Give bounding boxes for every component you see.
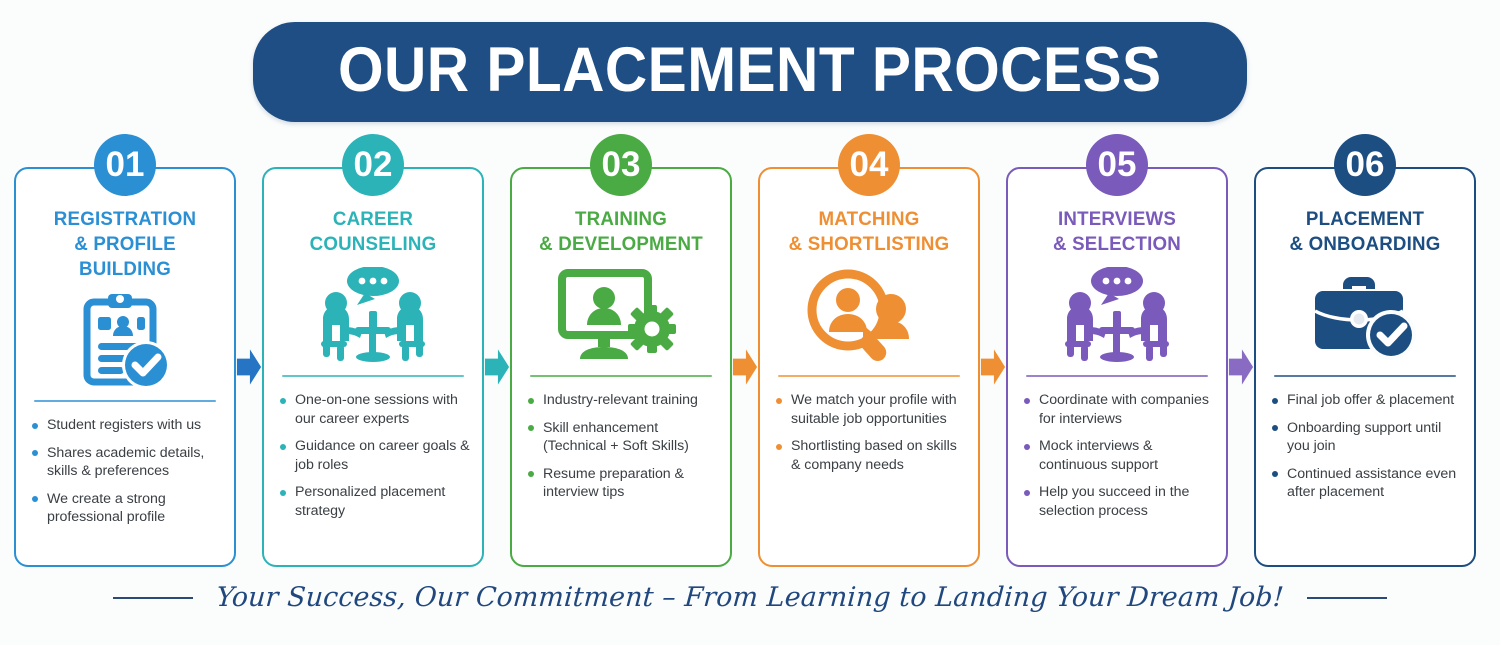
briefcase-check-icon [1256, 265, 1474, 369]
footer-tagline-row: Your Success, Our Commitment – From Lear… [0, 580, 1500, 616]
arrow-2-3-icon [484, 167, 510, 567]
counseling-meeting-icon [264, 265, 482, 369]
step-title-line1: TRAINING [574, 208, 668, 230]
step-title: REGISTRATION & PROFILE BUILDING [28, 207, 222, 282]
step-title: MATCHING & SHORTLISTING [772, 207, 966, 257]
step-bullet-item: Shares academic details, skills & prefer… [30, 444, 224, 481]
arrow-4-5-icon [980, 167, 1006, 567]
step-title-line2: & ONBOARDING [1289, 233, 1441, 255]
clipboard-check-icon [16, 290, 234, 394]
step-title: PLACEMENT & ONBOARDING [1268, 207, 1462, 257]
arrow-5-6-icon [1228, 167, 1254, 567]
step-divider [778, 375, 960, 377]
step-title-line2: & DEVELOPMENT [539, 233, 703, 255]
step-title-line1: INTERVIEWS [1057, 208, 1177, 230]
step-title-line2: COUNSELING [309, 233, 437, 255]
tagline-rule-left [112, 597, 193, 599]
step-divider [1274, 375, 1456, 377]
arrow-3-4-icon [732, 167, 758, 567]
step-title-line1: REGISTRATION [53, 208, 197, 230]
step-title-line2: & SHORTLISTING [788, 233, 950, 255]
step-number-badge: 06 [1334, 134, 1396, 196]
step-bullet-list: Student registers with us Shares academic… [30, 416, 224, 527]
step-bullet-item: One-on-one sessions with our career expe… [278, 391, 472, 428]
step-bullet-list: Coordinate with companies for interviews… [1022, 391, 1216, 520]
step-number-badge: 02 [342, 134, 404, 196]
step-title-line1: CAREER [332, 208, 414, 230]
step-title: TRAINING & DEVELOPMENT [524, 207, 718, 257]
step-bullet-list: One-on-one sessions with our career expe… [278, 391, 472, 520]
step-bullet-item: We create a strong professional profile [30, 490, 224, 527]
monitor-training-gear-icon [512, 265, 730, 369]
step-bullet-item: Shortlisting based on skills & company n… [774, 437, 968, 474]
step-title: INTERVIEWS & SELECTION [1020, 207, 1214, 257]
step-bullet-item: Help you succeed in the selection proces… [1022, 483, 1216, 520]
step-bullet-item: Guidance on career goals & job roles [278, 437, 472, 474]
step-bullet-item: We match your profile with suitable job … [774, 391, 968, 428]
step-divider [1026, 375, 1208, 377]
step-title-line2: & PROFILE BUILDING [74, 233, 176, 280]
interview-meeting-icon [1008, 265, 1226, 369]
arrow-1-2-icon [236, 167, 262, 567]
step-title: CAREER COUNSELING [276, 207, 470, 257]
header-banner: OUR PLACEMENT PROCESS [253, 22, 1247, 122]
step-bullet-item: Final job offer & placement [1270, 391, 1464, 410]
step-divider [34, 400, 216, 402]
magnifier-people-icon [760, 265, 978, 369]
step-divider [530, 375, 712, 377]
page-title: OUR PLACEMENT PROCESS [338, 35, 1162, 105]
step-bullet-item: Coordinate with companies for interviews [1022, 391, 1216, 428]
step-bullet-item: Onboarding support until you join [1270, 419, 1464, 456]
step-divider [282, 375, 464, 377]
header-banner-wrap: OUR PLACEMENT PROCESS [0, 22, 1500, 122]
step-bullet-list: We match your profile with suitable job … [774, 391, 968, 474]
step-bullet-item: Personalized placement strategy [278, 483, 472, 520]
step-title-line1: PLACEMENT [1305, 208, 1425, 230]
step-bullet-item: Student registers with us [30, 416, 224, 435]
step-number-badge: 05 [1086, 134, 1148, 196]
tagline-rule-right [1307, 597, 1388, 599]
step-number-badge: 01 [94, 134, 156, 196]
step-title-line1: MATCHING [818, 208, 920, 230]
step-bullet-item: Industry-relevant training [526, 391, 720, 410]
step-bullet-item: Mock interviews & continuous support [1022, 437, 1216, 474]
footer-tagline: Your Success, Our Commitment – From Lear… [215, 582, 1285, 613]
step-number-badge: 04 [838, 134, 900, 196]
step-number-badge: 03 [590, 134, 652, 196]
step-bullet-item: Skill enhancement (Technical + Soft Skil… [526, 419, 720, 456]
step-title-line2: & SELECTION [1053, 233, 1181, 255]
step-bullet-item: Continued assistance even after placemen… [1270, 465, 1464, 502]
step-bullet-item: Resume preparation & interview tips [526, 465, 720, 502]
